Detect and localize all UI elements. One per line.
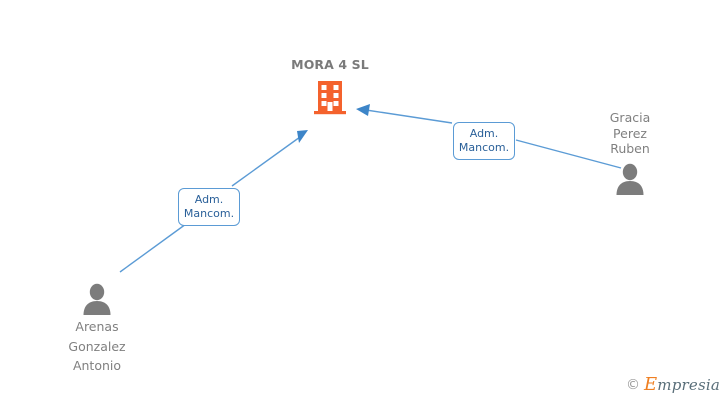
person-name-line-1: Gracia	[609, 110, 651, 125]
brand-initial: E	[643, 374, 658, 395]
person-node-gracia-perez-ruben[interactable]: Gracia Perez Ruben	[575, 110, 685, 195]
relation-label-line-1: Adm.	[194, 193, 224, 206]
watermark: © Empresia	[626, 376, 720, 394]
relation-label-gracia-perez-ruben[interactable]: Adm. Mancom.	[453, 122, 515, 160]
person-icon	[83, 283, 111, 315]
brand-rest: mpresia	[657, 376, 720, 394]
building-icon	[314, 81, 346, 115]
relation-label-line-2: Mancom.	[183, 207, 235, 220]
person-name-line-1: Arenas	[75, 319, 119, 334]
relation-label-arenas-gonzalez-antonio[interactable]: Adm. Mancom.	[178, 188, 240, 226]
person-name-line-2: Perez	[613, 125, 647, 141]
person-icon	[616, 163, 644, 195]
person-name-line-3: Ruben	[610, 141, 650, 156]
person-name-line-3: Antonio	[72, 358, 122, 373]
company-node[interactable]: MORA 4 SL	[262, 58, 398, 116]
relation-label-line-2: Mancom.	[458, 141, 510, 154]
copyright-icon: ©	[625, 377, 640, 393]
edge-label-to-company-left	[231, 136, 301, 187]
edge-arenas-to-label	[119, 223, 187, 273]
person-name-line-2: Gonzalez	[68, 338, 126, 354]
company-name-label: MORA 4 SL	[291, 57, 369, 72]
person-node-arenas-gonzalez-antonio[interactable]: Arenas Gonzalez Antonio	[42, 283, 152, 374]
brand-name: Empresia	[644, 376, 720, 394]
arrowhead-left	[297, 130, 308, 143]
relation-label-line-1: Adm.	[469, 127, 499, 140]
